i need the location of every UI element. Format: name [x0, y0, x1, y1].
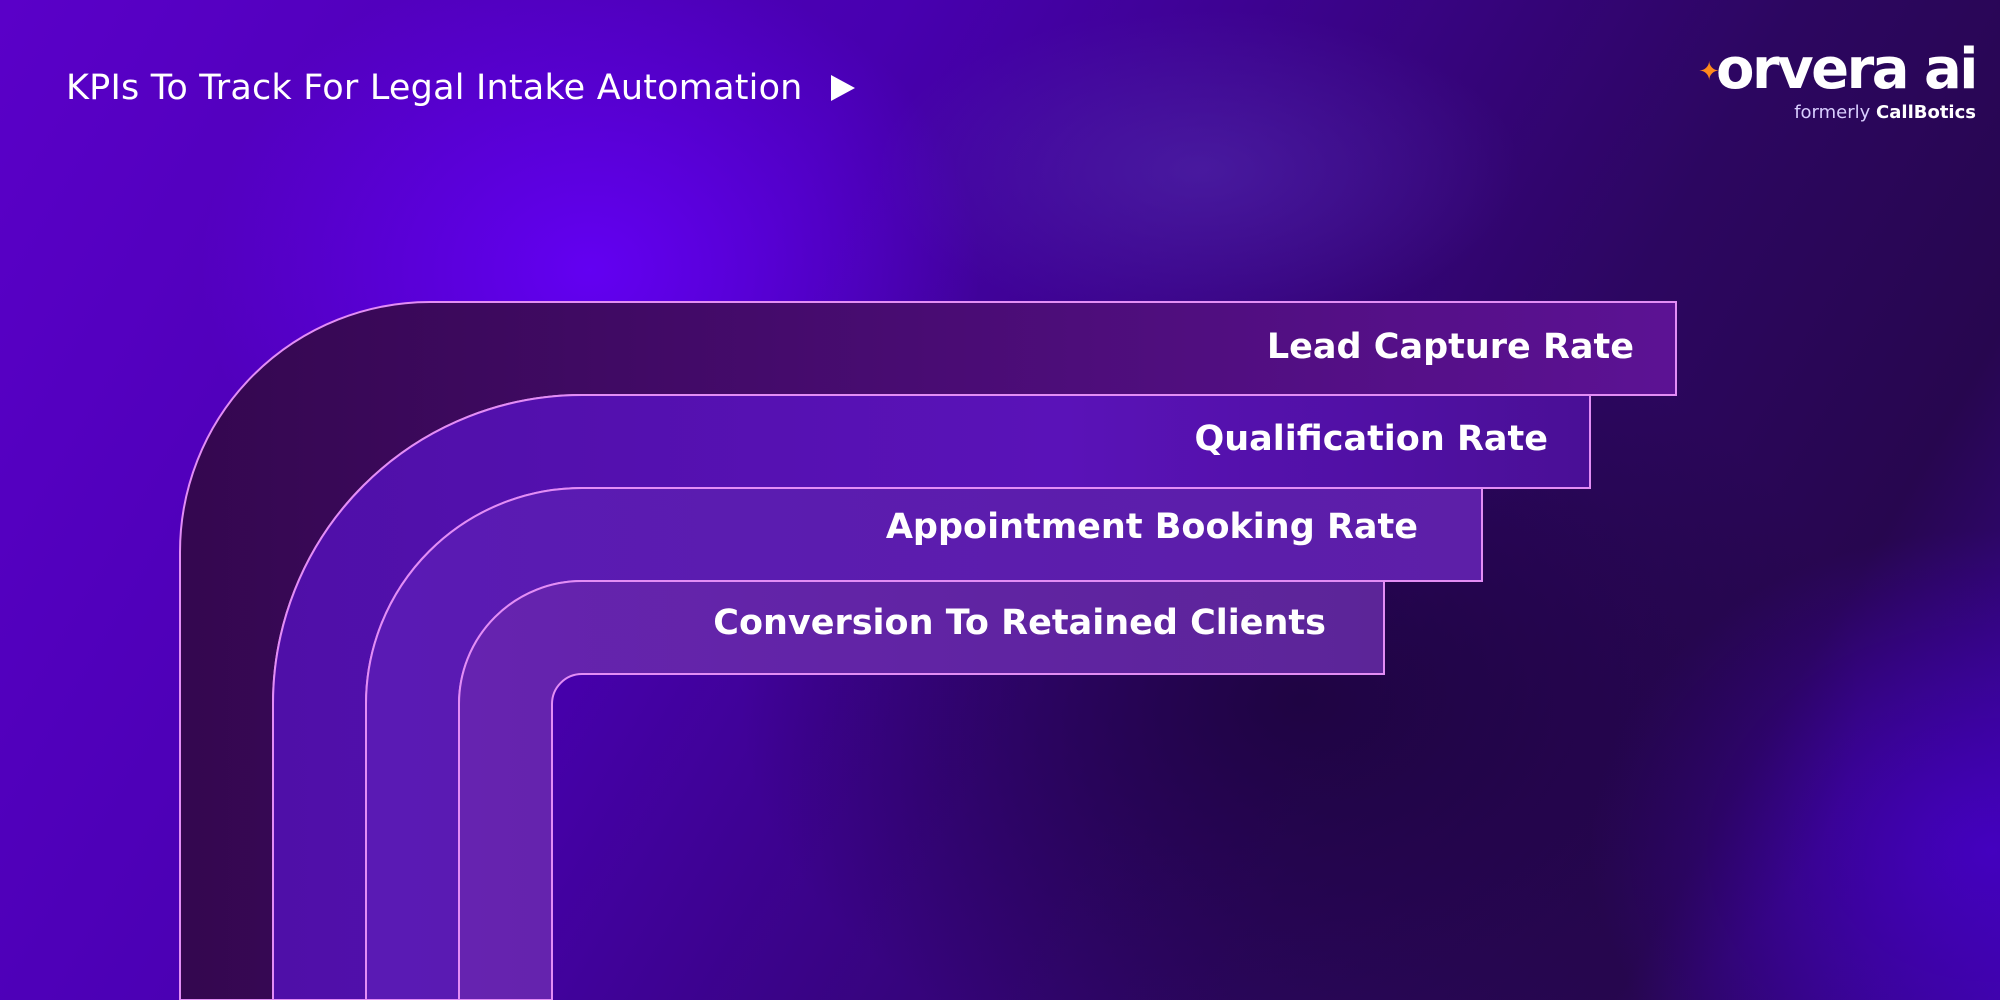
logo-former-brand: CallBotics — [1876, 102, 1976, 123]
play-triangle-icon[interactable] — [830, 75, 855, 101]
brand-logo: ✦ orvera ai formerly CallBotics — [1698, 37, 1978, 124]
logo-former-text: formerly — [1794, 102, 1871, 123]
logo-wordmark: orvera ai — [1716, 37, 1978, 102]
logo-subtitle: formerly CallBotics — [1698, 102, 1976, 123]
sparkle-star-icon: ✦ — [1698, 57, 1721, 87]
funnel-band-conversion — [458, 580, 1385, 1000]
stage-label-qualification: Qualification Rate — [1194, 419, 1548, 459]
stage-label-lead-capture: Lead Capture Rate — [1266, 327, 1634, 367]
page-title-text: KPIs To Track For Legal Intake Automatio… — [66, 68, 803, 108]
stage-label-conversion: Conversion To Retained Clients — [713, 603, 1326, 643]
stage-label-appointment-booking: Appointment Booking Rate — [885, 507, 1418, 547]
page-title: KPIs To Track For Legal Intake Automatio… — [66, 68, 855, 108]
